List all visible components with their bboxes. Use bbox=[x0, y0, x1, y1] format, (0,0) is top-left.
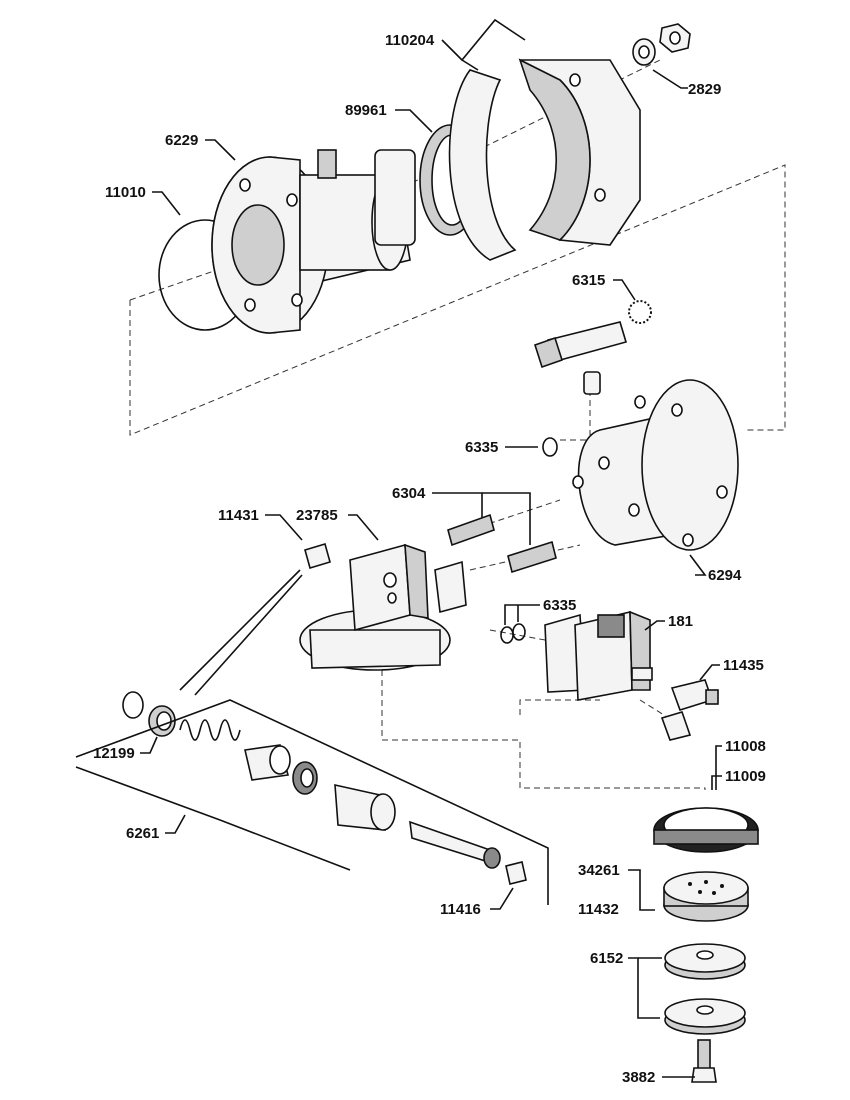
fitting-11435 bbox=[670, 679, 719, 711]
housing-6229 bbox=[211, 149, 416, 334]
spacer-12199 bbox=[148, 705, 176, 737]
label-11008: 11008 bbox=[725, 738, 766, 755]
solenoid-181 bbox=[544, 610, 653, 701]
label-6335-upper: 6335 bbox=[465, 439, 498, 456]
split-clamp-110204 bbox=[448, 58, 641, 261]
plug-11431 bbox=[304, 542, 331, 570]
label-2829: 2829 bbox=[688, 81, 721, 98]
spring bbox=[179, 719, 241, 741]
lock-washer-6315 bbox=[628, 300, 652, 324]
label-11435: 11435 bbox=[723, 657, 764, 674]
cap-screw bbox=[534, 321, 628, 369]
label-6315: 6315 bbox=[572, 272, 605, 289]
part-number-labels: 110204 2829 89961 6229 11010 6315 6335 6… bbox=[93, 32, 766, 1086]
plate-6152-lower bbox=[664, 998, 746, 1035]
label-23785: 23785 bbox=[296, 507, 338, 524]
leader-lines bbox=[140, 18, 722, 1078]
disc-34261-11432 bbox=[663, 871, 749, 922]
o-rings-6335-lower bbox=[500, 623, 526, 644]
label-6335-lower: 6335 bbox=[543, 597, 576, 614]
label-11431: 11431 bbox=[218, 507, 259, 524]
label-6152: 6152 bbox=[590, 950, 623, 967]
bearing bbox=[292, 761, 318, 795]
label-6229: 6229 bbox=[165, 132, 198, 149]
retainer-ring-11008-11009 bbox=[653, 807, 759, 853]
label-181: 181 bbox=[668, 613, 693, 630]
plate-6152-upper bbox=[664, 943, 746, 980]
label-11010: 11010 bbox=[105, 184, 146, 201]
small-screw bbox=[660, 711, 692, 741]
label-6304: 6304 bbox=[392, 485, 426, 502]
studs-6304 bbox=[447, 513, 557, 574]
adapter-6294 bbox=[572, 379, 739, 551]
label-11432: 11432 bbox=[578, 901, 619, 918]
label-12199: 12199 bbox=[93, 745, 135, 762]
plug-11416 bbox=[505, 861, 527, 885]
label-34261: 34261 bbox=[578, 862, 620, 879]
valve-body-23785 bbox=[299, 543, 467, 671]
pin-rod bbox=[409, 820, 501, 869]
nut-washer-2829 bbox=[632, 23, 691, 66]
label-89961: 89961 bbox=[345, 102, 387, 119]
piston bbox=[334, 783, 396, 831]
bracket-6261 bbox=[75, 569, 549, 905]
o-ring-6335-upper bbox=[542, 437, 558, 457]
label-6261: 6261 bbox=[126, 825, 159, 842]
sleeve bbox=[244, 744, 291, 781]
grease-fitting bbox=[583, 371, 601, 395]
label-11009: 11009 bbox=[725, 768, 766, 785]
label-6294: 6294 bbox=[708, 567, 742, 584]
label-11416: 11416 bbox=[440, 901, 481, 918]
label-110204: 110204 bbox=[385, 32, 435, 49]
label-3882: 3882 bbox=[622, 1069, 655, 1086]
bolt-3882 bbox=[691, 1039, 717, 1083]
snap-ring bbox=[122, 691, 144, 719]
